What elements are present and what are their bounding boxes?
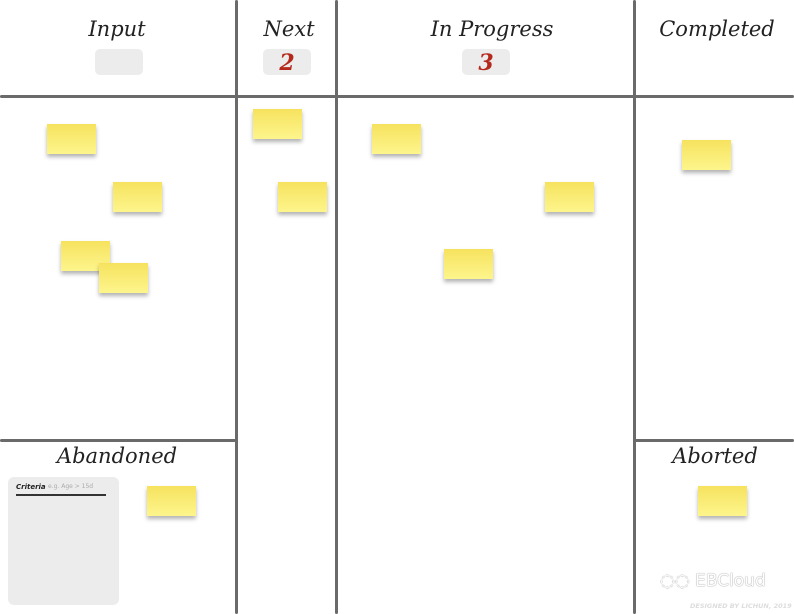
watermark: ◌◌ EBCloud <box>660 571 766 591</box>
column-divider <box>335 0 338 614</box>
designer-credit: DESIGNED BY LICHUN, 2019 <box>690 602 792 610</box>
column-title-in-progress: In Progress <box>430 17 554 41</box>
criteria-underline <box>16 494 106 496</box>
sticky-note[interactable] <box>372 124 421 154</box>
column-title-input: Input <box>88 17 146 41</box>
sticky-note[interactable] <box>47 124 96 154</box>
criteria-panel: Criteria e.g. Age > 15d <box>8 477 119 605</box>
column-divider <box>633 0 636 614</box>
column-title-completed: Completed <box>659 17 775 41</box>
column-title-next: Next <box>263 17 315 41</box>
sticky-note[interactable] <box>99 263 148 293</box>
sticky-note[interactable] <box>682 140 731 170</box>
sticky-note[interactable] <box>698 486 747 516</box>
lane-title-abandoned: Abandoned <box>56 444 178 468</box>
sticky-note[interactable] <box>545 182 594 212</box>
wechat-icon: ◌◌ <box>660 571 690 591</box>
column-divider <box>235 0 238 614</box>
watermark-brand: EBCloud <box>695 571 766 591</box>
sticky-note[interactable] <box>253 109 302 139</box>
input-wip-counter[interactable] <box>95 49 143 75</box>
lane-title-aborted: Aborted <box>672 444 758 468</box>
in-progress-wip-counter[interactable]: 3 <box>462 49 510 76</box>
aborted-divider <box>634 439 794 442</box>
criteria-label: Criteria <box>16 483 46 491</box>
sticky-note[interactable] <box>278 182 327 212</box>
sticky-note[interactable] <box>147 486 196 516</box>
sticky-note[interactable] <box>113 182 162 212</box>
abandoned-divider <box>0 439 236 442</box>
sticky-note[interactable] <box>444 249 493 279</box>
next-wip-counter[interactable]: 2 <box>263 49 311 76</box>
criteria-input[interactable]: e.g. Age > 15d <box>48 483 94 490</box>
header-divider <box>0 95 794 98</box>
